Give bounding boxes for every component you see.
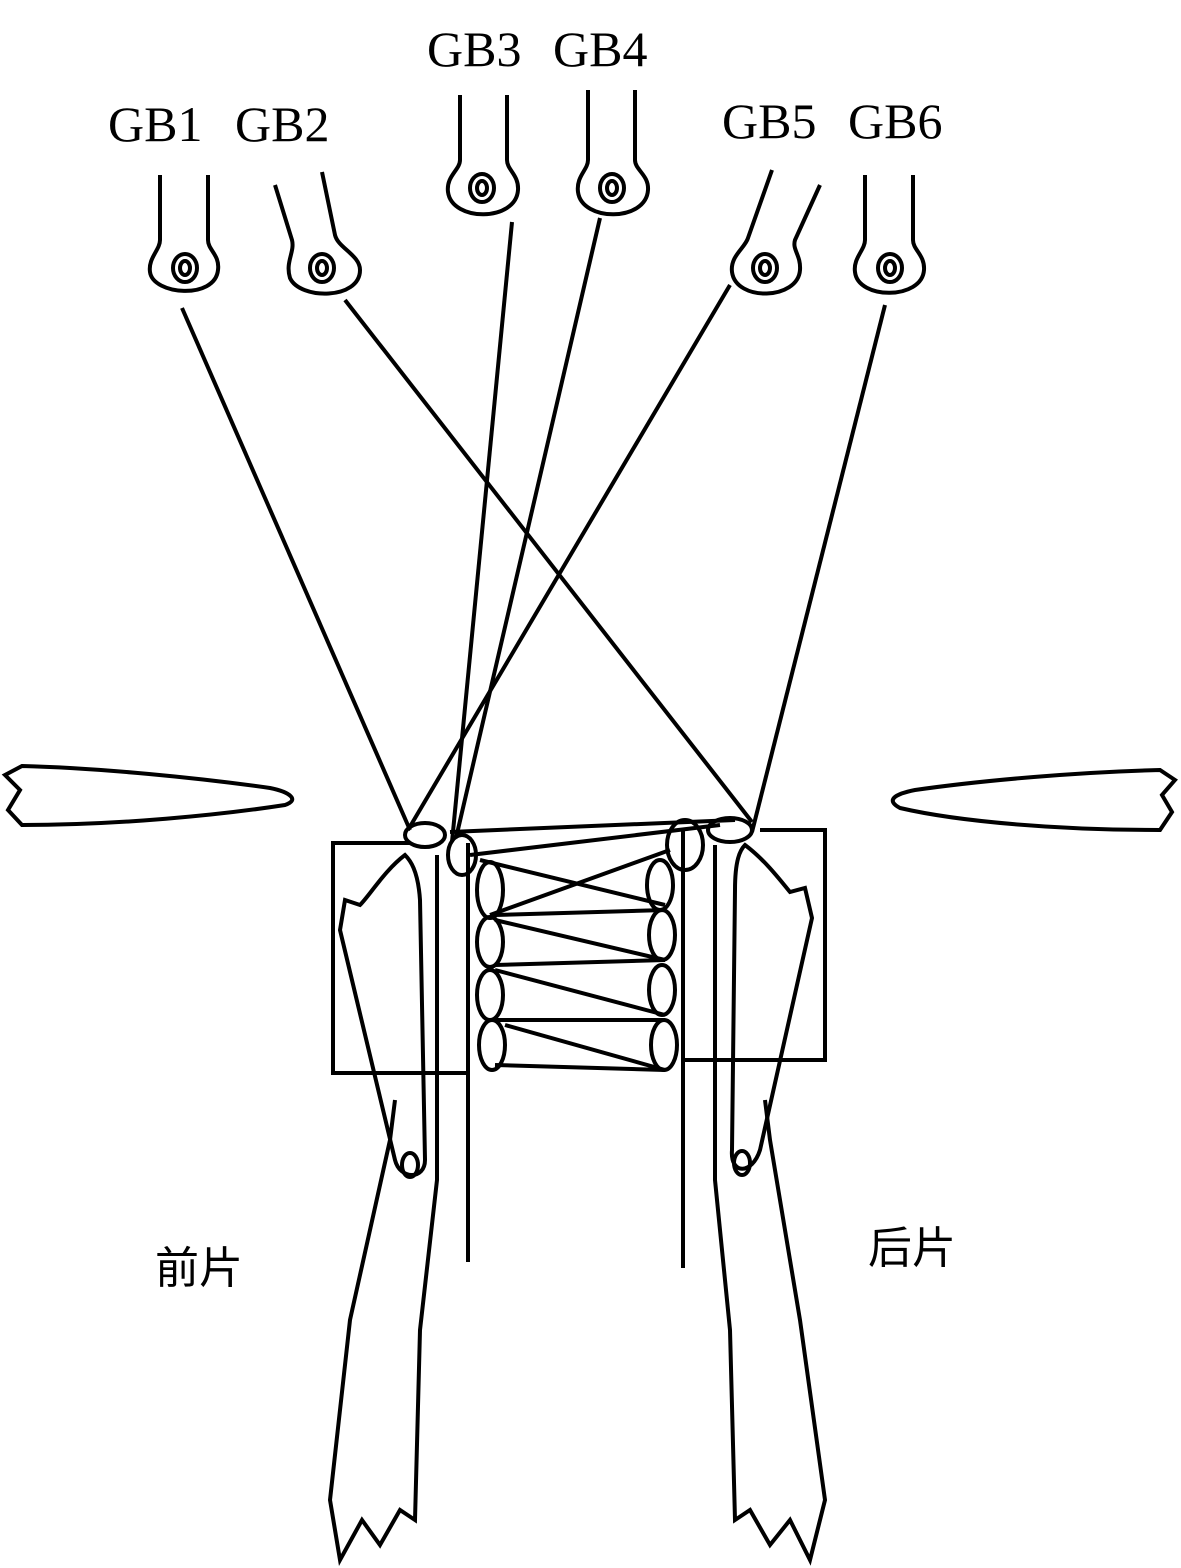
guide-bar-gb5 — [729, 169, 822, 296]
back-needle — [713, 845, 828, 1566]
yarn-lines — [180, 217, 887, 843]
left-sinker — [1, 763, 295, 828]
label-gb5: GB5 — [722, 93, 817, 149]
guide-bar-gb2 — [273, 171, 363, 296]
guide-bar-gb6 — [852, 175, 927, 295]
front-needle — [327, 855, 439, 1567]
label-gb3: GB3 — [427, 21, 522, 77]
label-front-piece: 前片 — [155, 1243, 243, 1294]
stitch-loops — [403, 816, 754, 1072]
guide-bar-gb3 — [445, 95, 521, 217]
right-sinker — [890, 767, 1178, 833]
back-needle-bed-box — [683, 828, 827, 1062]
label-gb1: GB1 — [108, 96, 203, 152]
front-needle-bed-box — [331, 841, 468, 1075]
guide-bar-gb4 — [575, 90, 651, 217]
label-gb2: GB2 — [235, 96, 330, 152]
guide-bar-gb1 — [147, 175, 221, 293]
label-back-piece: 后片 — [868, 1223, 956, 1274]
label-gb6: GB6 — [848, 93, 943, 149]
label-gb4: GB4 — [553, 21, 648, 77]
